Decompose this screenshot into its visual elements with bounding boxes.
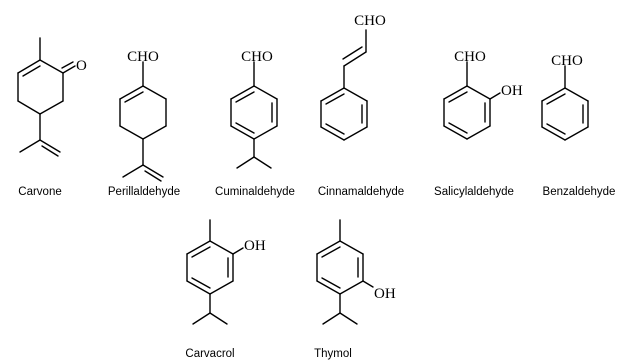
perillaldehyde-structure [119, 61, 167, 182]
carvacrol-name: Carvacrol [185, 348, 234, 360]
benzaldehyde-cho-label: CHO [551, 53, 583, 69]
cinnamaldehyde-name: Cinnamaldehyde [318, 186, 404, 198]
benzaldehyde-name: Benzaldehyde [543, 186, 616, 198]
carvacrol-structure [186, 219, 244, 325]
salicylaldehyde-structure [443, 61, 501, 140]
salicylaldehyde-oh-label: OH [501, 83, 523, 99]
cuminaldehyde-name: Cuminaldehyde [215, 186, 295, 198]
salicylaldehyde-name: Salicylaldehyde [434, 186, 514, 198]
thymol-name: Thymol [314, 348, 352, 360]
cinnamaldehyde-structure [320, 29, 368, 141]
cuminaldehyde-structure [230, 61, 278, 169]
thymol-oh-label: OH [374, 286, 396, 302]
carvacrol-oh-label: OH [244, 238, 266, 254]
carvone-name: Carvone [18, 186, 61, 198]
perillaldehyde-cho-label: CHO [127, 49, 159, 65]
perillaldehyde-name: Perillaldehyde [108, 186, 180, 198]
thymol-structure [316, 219, 374, 325]
carvone-structure [17, 37, 76, 157]
benzaldehyde-structure [541, 65, 589, 141]
cuminaldehyde-cho-label: CHO [241, 49, 273, 65]
carvone-oxygen-label: O [76, 58, 87, 74]
salicylaldehyde-cho-label: CHO [454, 49, 486, 65]
cinnamaldehyde-cho-label: CHO [354, 13, 386, 29]
